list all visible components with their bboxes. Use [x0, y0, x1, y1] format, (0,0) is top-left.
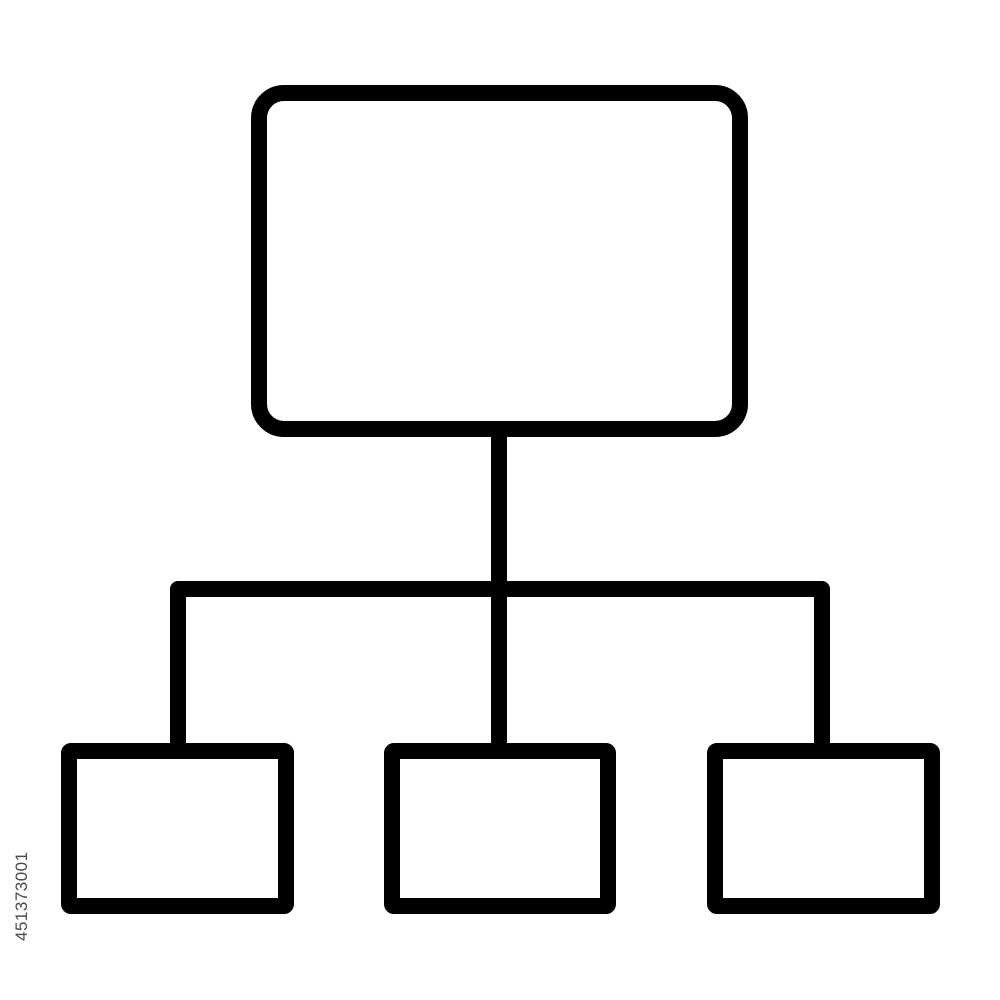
top-node-box	[251, 85, 748, 437]
branch-connector	[170, 581, 830, 751]
stock-id-text: 451373001	[12, 851, 31, 941]
child-node-box-right	[707, 743, 940, 914]
child-node-box-left	[61, 743, 294, 914]
child-node-box-center	[384, 743, 616, 914]
